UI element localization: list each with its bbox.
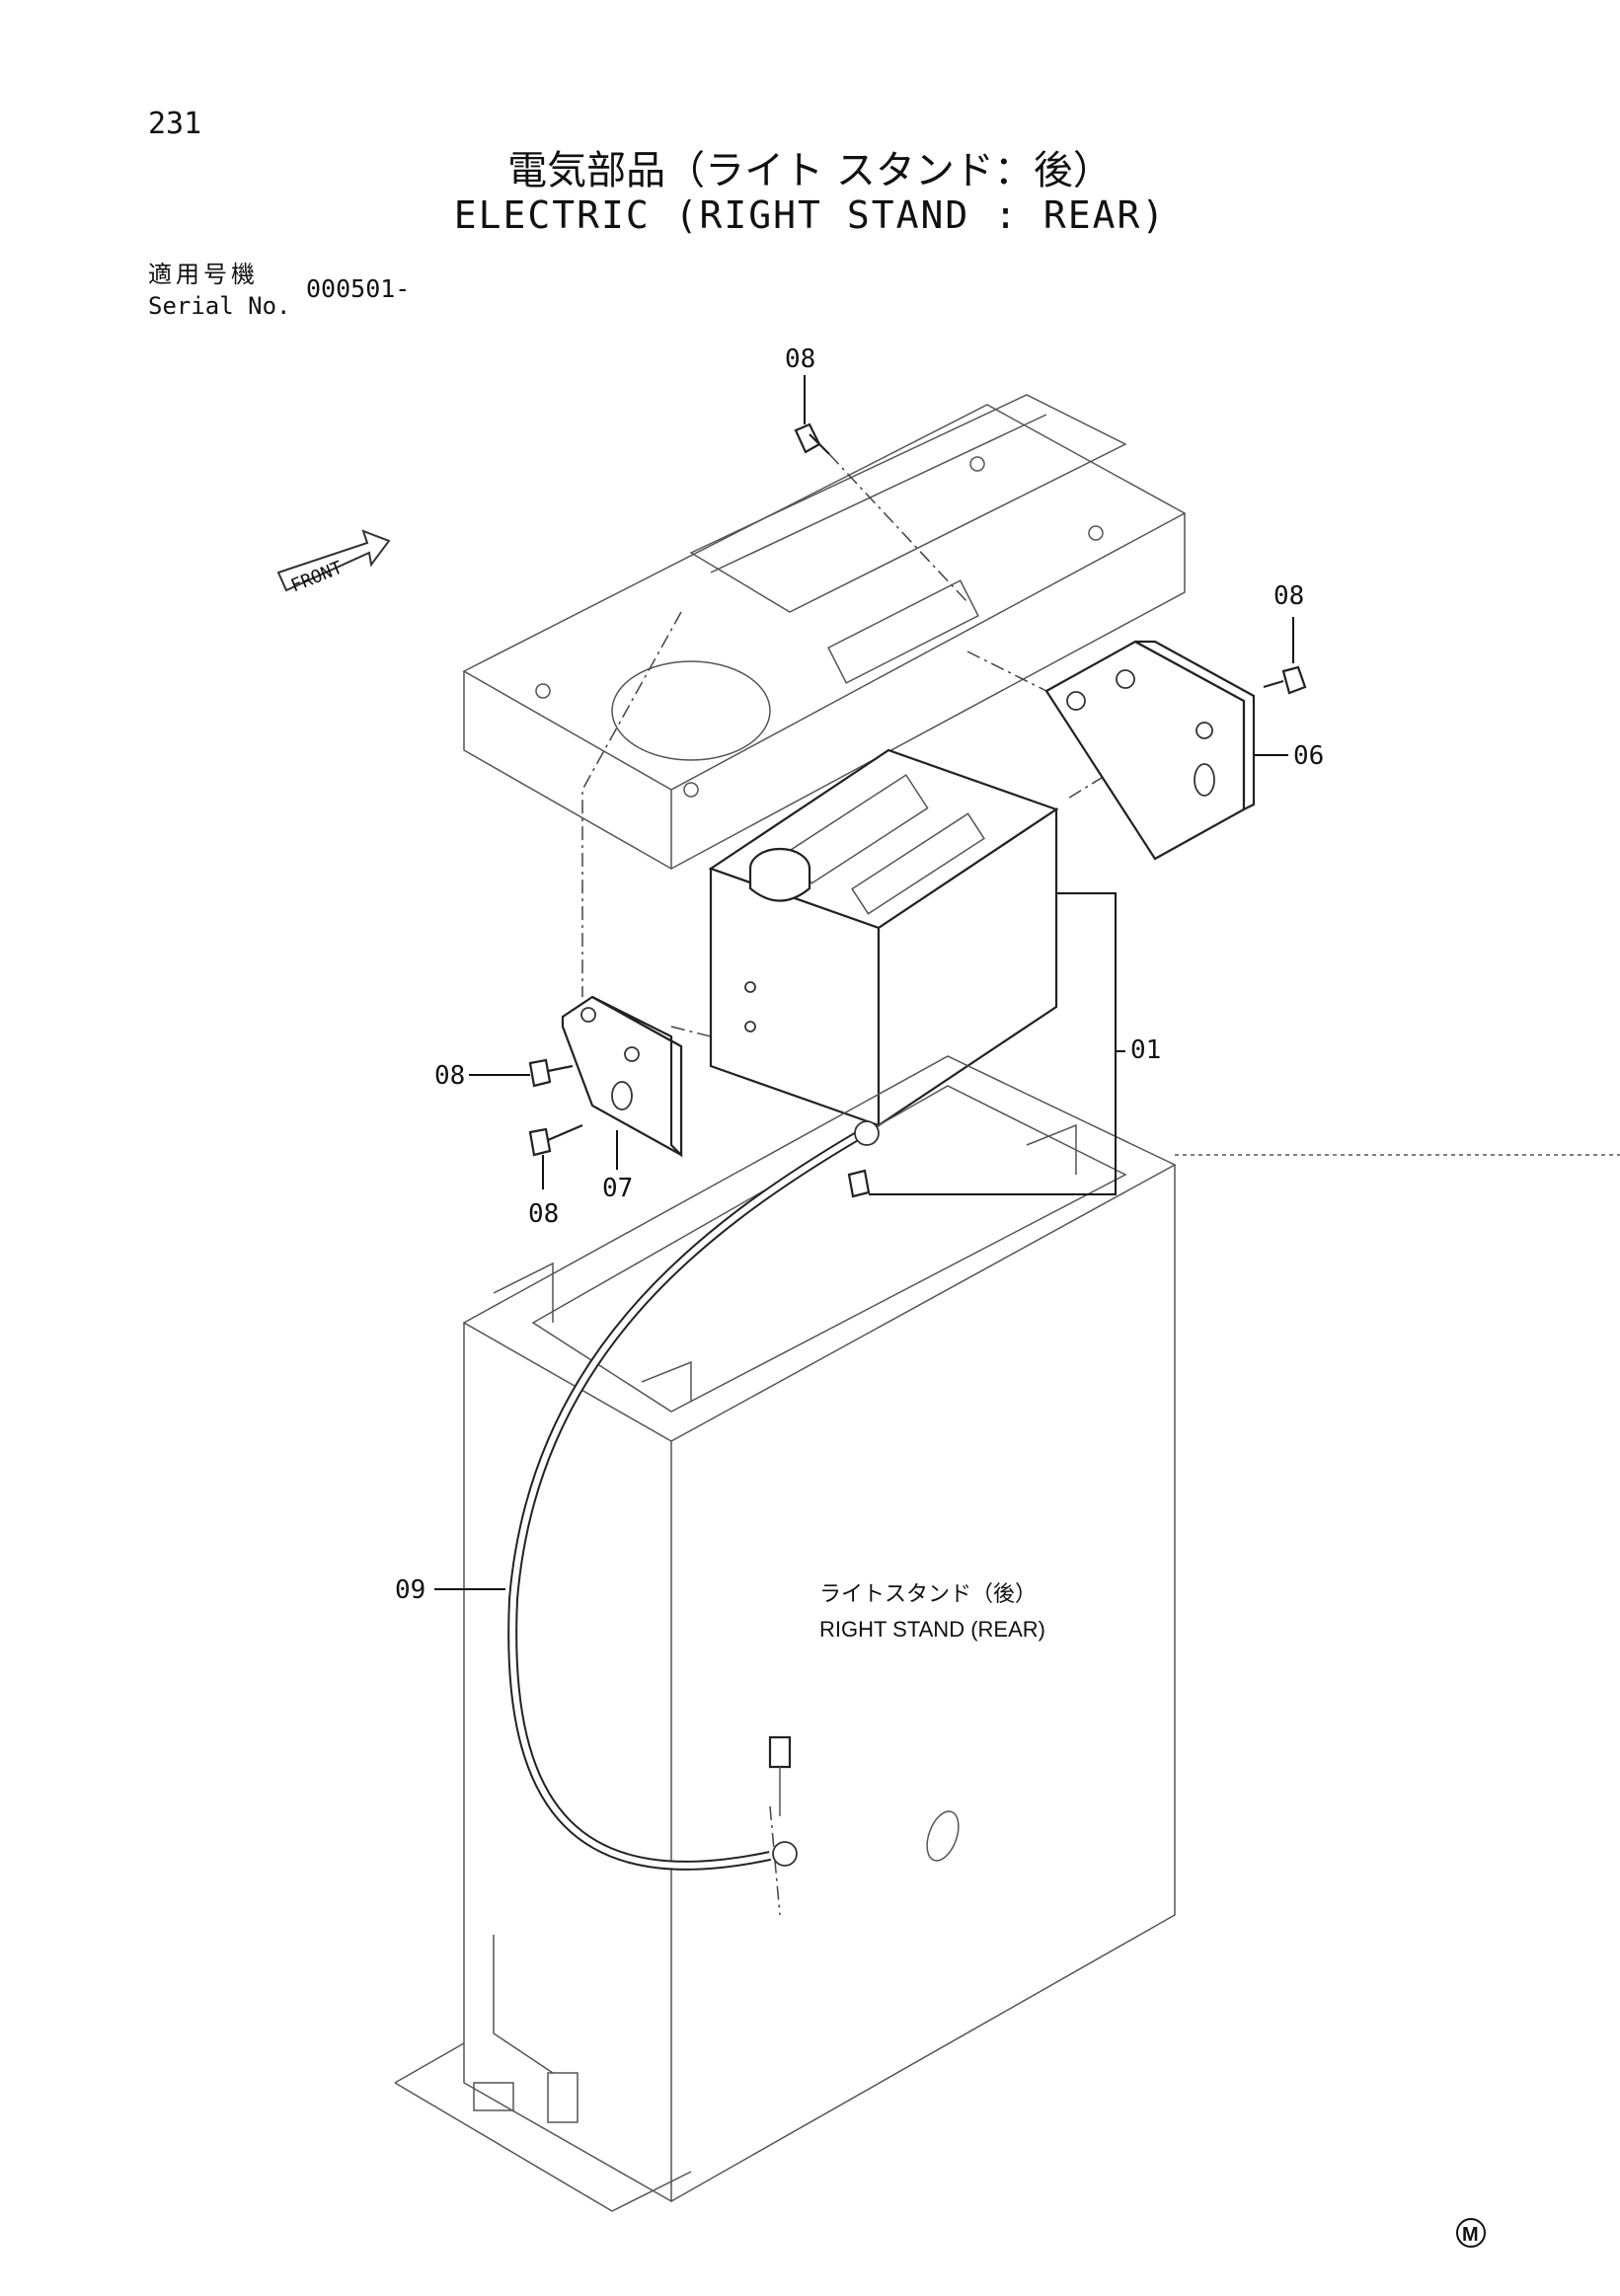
serial-label-english: Serial No.: [148, 292, 291, 320]
bolt-08-bottom: [528, 1123, 583, 1157]
front-arrow-icon: FRONT: [276, 529, 391, 597]
callout-07: 07: [602, 1174, 633, 1203]
callout-01: 01: [1130, 1035, 1161, 1065]
callout-09: 09: [395, 1575, 425, 1605]
upper-cover-plate: [462, 394, 1187, 871]
page-number: 231: [148, 107, 202, 141]
bolt-08-top: [794, 422, 830, 455]
bracket-06: [1044, 640, 1256, 861]
callout-06: 06: [1293, 741, 1324, 771]
bolt-08-right: [1263, 665, 1307, 695]
serial-number-value: 000501-: [306, 274, 411, 303]
callout-08-bottom: 08: [528, 1199, 559, 1229]
front-arrow-label: FRONT: [288, 558, 346, 597]
stand-label-japanese: ライトスタンド（後）: [819, 1582, 1037, 1607]
page-title-japanese: 電気部品（ライト スタンド：後）: [507, 148, 1113, 193]
leader-lines: [434, 375, 1294, 1590]
bolt-08-center: [847, 1169, 871, 1198]
serial-label-japanese: 適用号機: [148, 261, 259, 288]
callout-08-left: 08: [434, 1061, 465, 1091]
ground-cable-09: [507, 1120, 880, 1871]
m-mark-icon: M: [1456, 2218, 1486, 2248]
page-title-english: ELECTRIC (RIGHT STAND : REAR): [453, 193, 1167, 237]
bolt-09-lower: [768, 1735, 792, 1816]
bracket-07: [561, 995, 683, 1158]
stand-label-english: RIGHT STAND (REAR): [819, 1617, 1045, 1642]
m-mark-letter: M: [1462, 2224, 1479, 2246]
callout-08-top: 08: [785, 344, 815, 374]
right-stand-body: [394, 1055, 1620, 2212]
callout-08-right: 08: [1273, 581, 1304, 611]
bolt-08-left: [528, 1058, 574, 1088]
monitor-unit-01: [708, 748, 1059, 1128]
